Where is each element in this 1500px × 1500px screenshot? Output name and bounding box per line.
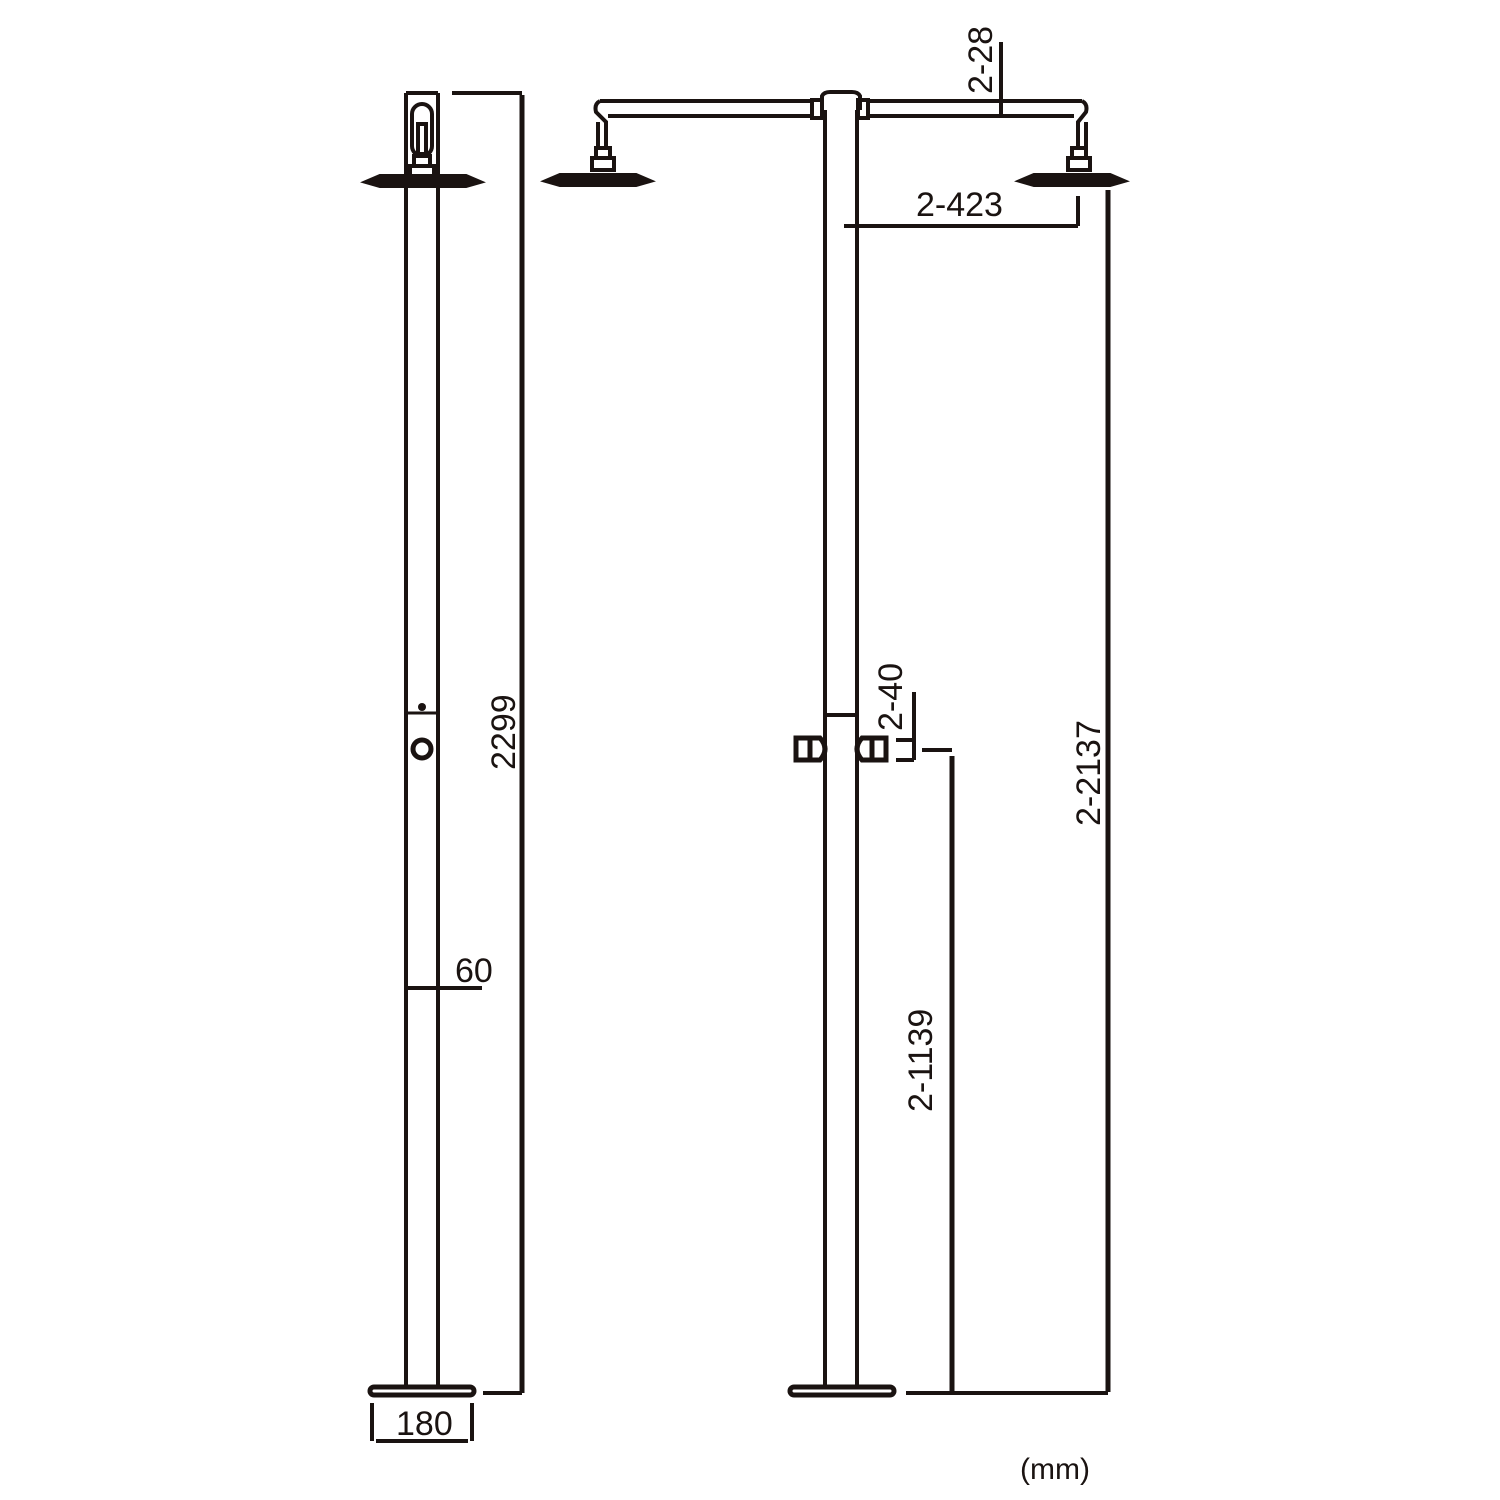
dim-column-width: 60 — [455, 952, 493, 990]
dim-arm-height: 2-28 — [962, 26, 1000, 94]
dim-valve-size: 2-40 — [872, 663, 910, 731]
front-view — [540, 90, 1130, 1398]
front-dimension-lines — [844, 42, 1111, 1395]
unit-label: (mm) — [1020, 1453, 1090, 1486]
dim-total-height: 2299 — [485, 694, 523, 770]
dim-head-height: 2-2137 — [1070, 720, 1108, 826]
side-view — [360, 91, 486, 1398]
side-dimension-lines — [370, 91, 525, 1443]
dim-base-width: 180 — [396, 1405, 453, 1443]
dim-head-reach: 2-423 — [916, 186, 1003, 224]
dim-valve-height: 2-1139 — [902, 1009, 940, 1112]
